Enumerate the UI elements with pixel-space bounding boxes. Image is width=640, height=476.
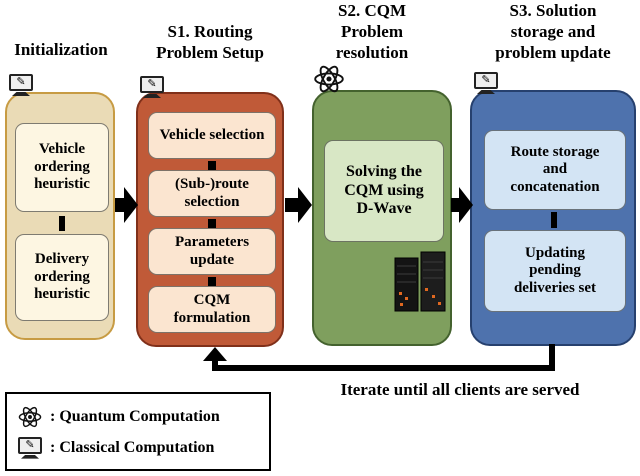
atom-icon (17, 404, 43, 430)
monitor-stand (143, 94, 161, 98)
arrow-head (124, 187, 138, 223)
step-vehicle-ordering-heuristic: Vehicle ordering heuristic (15, 123, 109, 212)
monitor-stand (477, 90, 495, 94)
step-subroute-selection: (Sub-)route selection (148, 170, 276, 217)
stage-title-initialization: Initialization (14, 40, 108, 59)
monitor-stand (21, 454, 39, 459)
stage-container-initialization: Vehicle ordering heuristic Delivery orde… (5, 92, 115, 340)
atom-icon (312, 62, 346, 101)
step-parameters-update: Parameters update (148, 228, 276, 275)
iterate-caption: Iterate until all clients are served (340, 380, 580, 399)
classical-computer-icon: ✎ (8, 74, 34, 96)
flow-arrow-s1-to-s2 (285, 187, 312, 223)
flow-arrow-s2-to-s3 (451, 187, 475, 223)
pencil-icon: ✎ (18, 436, 42, 454)
stage-title-s1-routing-setup: S1. Routing Problem Setup (156, 22, 264, 63)
step-delivery-ordering-heuristic: Delivery ordering heuristic (15, 234, 109, 321)
stage-container-s1-routing-setup: Vehicle selection (Sub-)route selection … (136, 92, 284, 347)
monitor-stand (12, 92, 30, 96)
step-connector (208, 161, 216, 170)
arrow-head (459, 187, 473, 223)
pencil-icon: ✎ (9, 74, 33, 91)
pencil-icon: ✎ (140, 76, 164, 93)
step-updating-pending-deliveries: Updating pending deliveries set (484, 230, 626, 312)
classical-computer-icon: ✎ (17, 436, 43, 459)
stage-container-s3-solution-storage: Route storage and concatenation Updating… (470, 90, 636, 346)
step-solving-cqm-dwave: Solving the CQM using D-Wave (324, 140, 444, 242)
legend-row-quantum: : Quantum Computation (17, 404, 259, 430)
step-connector (208, 277, 216, 286)
stage-container-s2-cqm-resolution: Solving the CQM using D-Wave (312, 90, 452, 346)
step-connector (551, 212, 557, 228)
arrow-tail (451, 198, 459, 212)
classical-computer-icon: ✎ (473, 72, 499, 94)
pencil-icon: ✎ (474, 72, 498, 89)
arrow-head (298, 187, 312, 223)
dwave-server-image (394, 250, 446, 317)
flow-arrow-init-to-s1 (115, 187, 139, 223)
step-connector (208, 219, 216, 228)
stage-title-s2-cqm-resolution: S2. CQM Problem resolution (335, 1, 409, 63)
step-connector (59, 216, 65, 231)
feedback-arrow-vertical-segment (549, 344, 555, 371)
legend: : Quantum Computation ✎ : Classical Comp… (5, 392, 271, 471)
legend-classical-label: : Classical Computation (50, 438, 215, 456)
stage-title-s3-solution-storage: S3. Solution storage and problem update (495, 1, 611, 63)
arrow-tail (115, 198, 124, 212)
feedback-arrow-stub-segment (212, 358, 218, 368)
step-cqm-formulation: CQM formulation (148, 286, 276, 333)
legend-quantum-label: : Quantum Computation (50, 408, 220, 426)
feedback-arrowhead-up (203, 347, 227, 361)
step-vehicle-selection: Vehicle selection (148, 112, 276, 159)
feedback-arrow-horizontal-segment (212, 365, 555, 371)
arrow-tail (285, 198, 298, 212)
legend-row-classical: ✎ : Classical Computation (17, 436, 259, 459)
step-route-storage-concatenation: Route storage and concatenation (484, 130, 626, 210)
classical-computer-icon: ✎ (139, 76, 165, 98)
